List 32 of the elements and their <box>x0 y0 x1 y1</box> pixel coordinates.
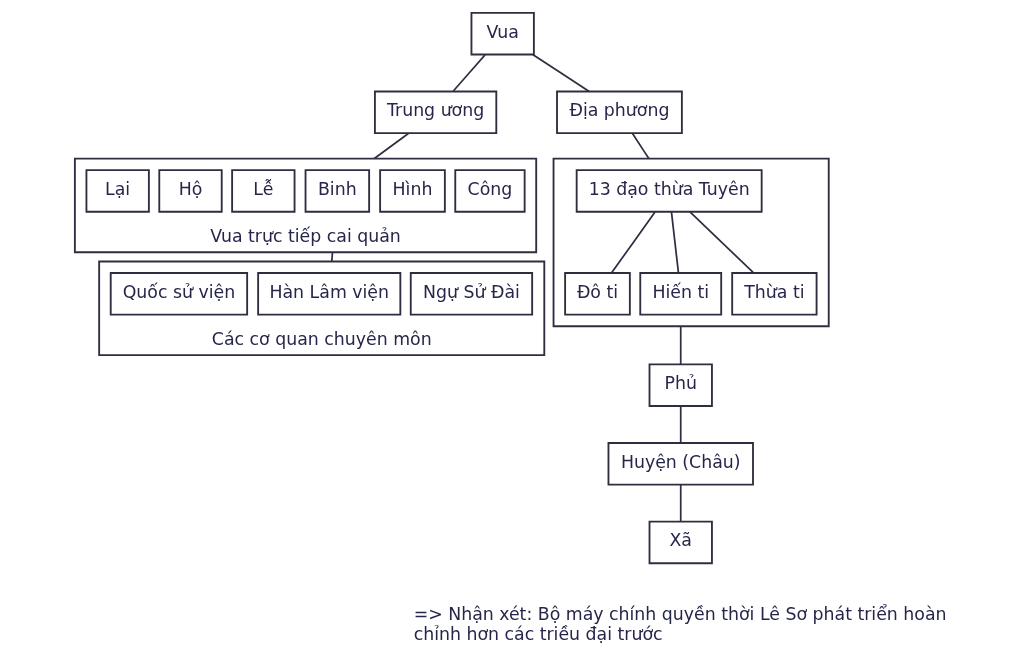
node-box: Quốc sử viện <box>109 272 248 316</box>
connector <box>610 211 656 274</box>
node-box: 13 đạo thừa Tuyên <box>575 169 763 213</box>
label: => Nhận xét: Bộ máy chính quyền thời Lê Sơ phát triển hoàn chỉnh hơn các triều đại trước <box>413 603 947 644</box>
connector <box>670 211 679 274</box>
connector <box>631 132 650 160</box>
node-box: Phủ <box>648 363 713 407</box>
connector <box>679 325 682 366</box>
node-box: Thừa ti <box>730 272 817 316</box>
node-box: Trung ương <box>373 90 497 135</box>
connector <box>679 484 682 522</box>
node-box: Địa phương <box>555 90 683 135</box>
node-box: Hàn Lâm viện <box>256 272 401 316</box>
connector <box>679 405 682 444</box>
node-box: Ngự Sử Đài <box>409 272 533 316</box>
connector <box>452 54 486 92</box>
connector <box>372 132 409 160</box>
node-box: Binh <box>304 169 370 213</box>
node-box: Hình <box>378 169 446 213</box>
node-box: Hộ <box>157 169 223 213</box>
connector <box>531 53 590 93</box>
connector <box>688 211 754 274</box>
node-box: Hiến ti <box>638 272 722 316</box>
cluster <box>552 157 830 328</box>
node-box: Đô ti <box>563 272 631 316</box>
node-box: Huyện (Châu) <box>607 442 754 486</box>
node-box: Vua <box>470 11 535 56</box>
node-box: Lại <box>85 169 150 213</box>
node-box: Công <box>453 169 526 213</box>
connector <box>330 251 333 263</box>
node-box: Lễ <box>230 169 295 213</box>
node-box: Xã <box>648 520 713 565</box>
